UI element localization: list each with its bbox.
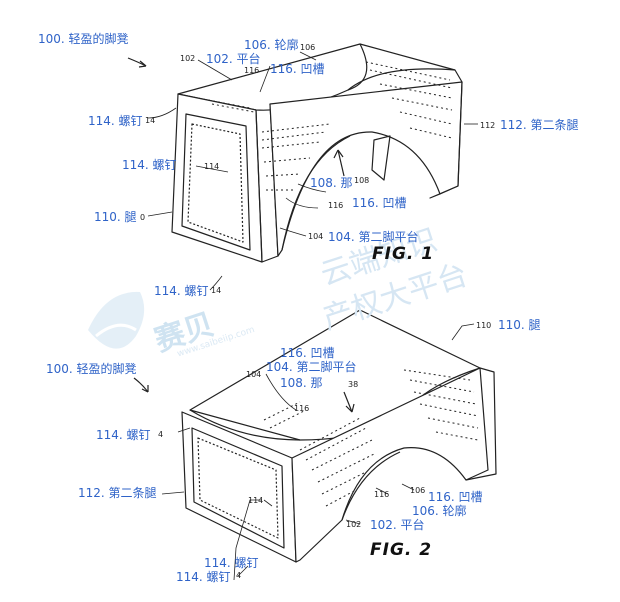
fig2-label-114c: 114. 螺钉 <box>176 570 231 584</box>
fig2-label-116: 116. 凹槽 <box>280 346 335 360</box>
watermark-logo-icon <box>88 291 145 349</box>
fig2-num-110: 110 <box>476 321 492 330</box>
fig1-label-114a: 114. 螺钉 <box>88 114 143 128</box>
fig1-stool <box>127 43 463 263</box>
fig1-label-100: 100. 轻盈的脚凳 <box>38 32 129 46</box>
fig2-num-114: 114 <box>248 496 264 505</box>
fig1-num-106: 106 <box>300 43 316 52</box>
fig1-num-116: 116 <box>244 66 260 75</box>
fig1-num-116b: 116 <box>328 201 344 210</box>
fig1-num-114: 114 <box>204 162 220 171</box>
fig1-label-104: 104. 第二脚平台 <box>328 230 419 244</box>
fig1-leader-lines <box>147 51 478 291</box>
fig2-label-102: 102. 平台 <box>370 518 425 532</box>
fig1-num-108: 108 <box>354 176 370 185</box>
fig2-leader-lines <box>161 323 475 581</box>
fig2-num-102: 102 <box>346 520 362 529</box>
fig1-label-102: 102. 平台 <box>206 52 261 66</box>
fig1-label-106: 106. 轮廓 <box>244 38 299 52</box>
fig2-caption: FIG. 2 <box>370 540 433 560</box>
fig2-label-108: 108. 那 <box>280 376 323 390</box>
fig1-num-14a: 14 <box>145 116 156 125</box>
fig1-label-108: 108. 那 <box>310 176 353 190</box>
fig1-num-14c: 14 <box>211 286 222 295</box>
fig2-label-110: 110. 腿 <box>498 318 541 332</box>
fig1-label-112: 112. 第二条腿 <box>500 118 579 132</box>
fig1-num-102: 102 <box>180 54 196 63</box>
fig2-label-114b: 114. 螺钉 <box>204 556 259 570</box>
fig1-label-114b: 114. 螺钉 <box>122 158 177 172</box>
fig1-num-0: 0 <box>140 213 146 222</box>
fig1-num-112: 112 <box>480 121 496 130</box>
fig2-num-116: 116 <box>294 404 310 413</box>
fig1-label-114c: 114. 螺钉 <box>154 284 209 298</box>
fig2-num-106: 106 <box>410 486 426 495</box>
fig2-label-106: 106. 轮廓 <box>412 504 467 518</box>
fig1-label-110: 110. 腿 <box>94 210 137 224</box>
fig1-label-116a: 116. 凹槽 <box>270 62 325 76</box>
fig1-num-104: 104 <box>308 232 324 241</box>
fig2-num-38: 38 <box>348 380 359 389</box>
fig1-caption: FIG. 1 <box>372 244 435 264</box>
fig1-label-116b: 116. 凹槽 <box>352 196 407 210</box>
fig2-num-104: 104 <box>246 370 262 379</box>
fig2-label-116b: 116. 凹槽 <box>428 490 483 504</box>
fig2-label-104: 104. 第二脚平台 <box>266 360 357 374</box>
fig2-label-112: 112. 第二条腿 <box>78 486 157 500</box>
fig2-label-100: 100. 轻盈的脚凳 <box>46 362 137 376</box>
fig2-label-114a: 114. 螺钉 <box>96 428 151 442</box>
fig2-num-4b: 4 <box>236 571 242 580</box>
fig2-num-4a: 4 <box>158 430 164 439</box>
fig2-stool <box>133 309 497 563</box>
fig2-side-panel <box>291 367 489 563</box>
fig2-num-116b: 116 <box>374 490 390 499</box>
